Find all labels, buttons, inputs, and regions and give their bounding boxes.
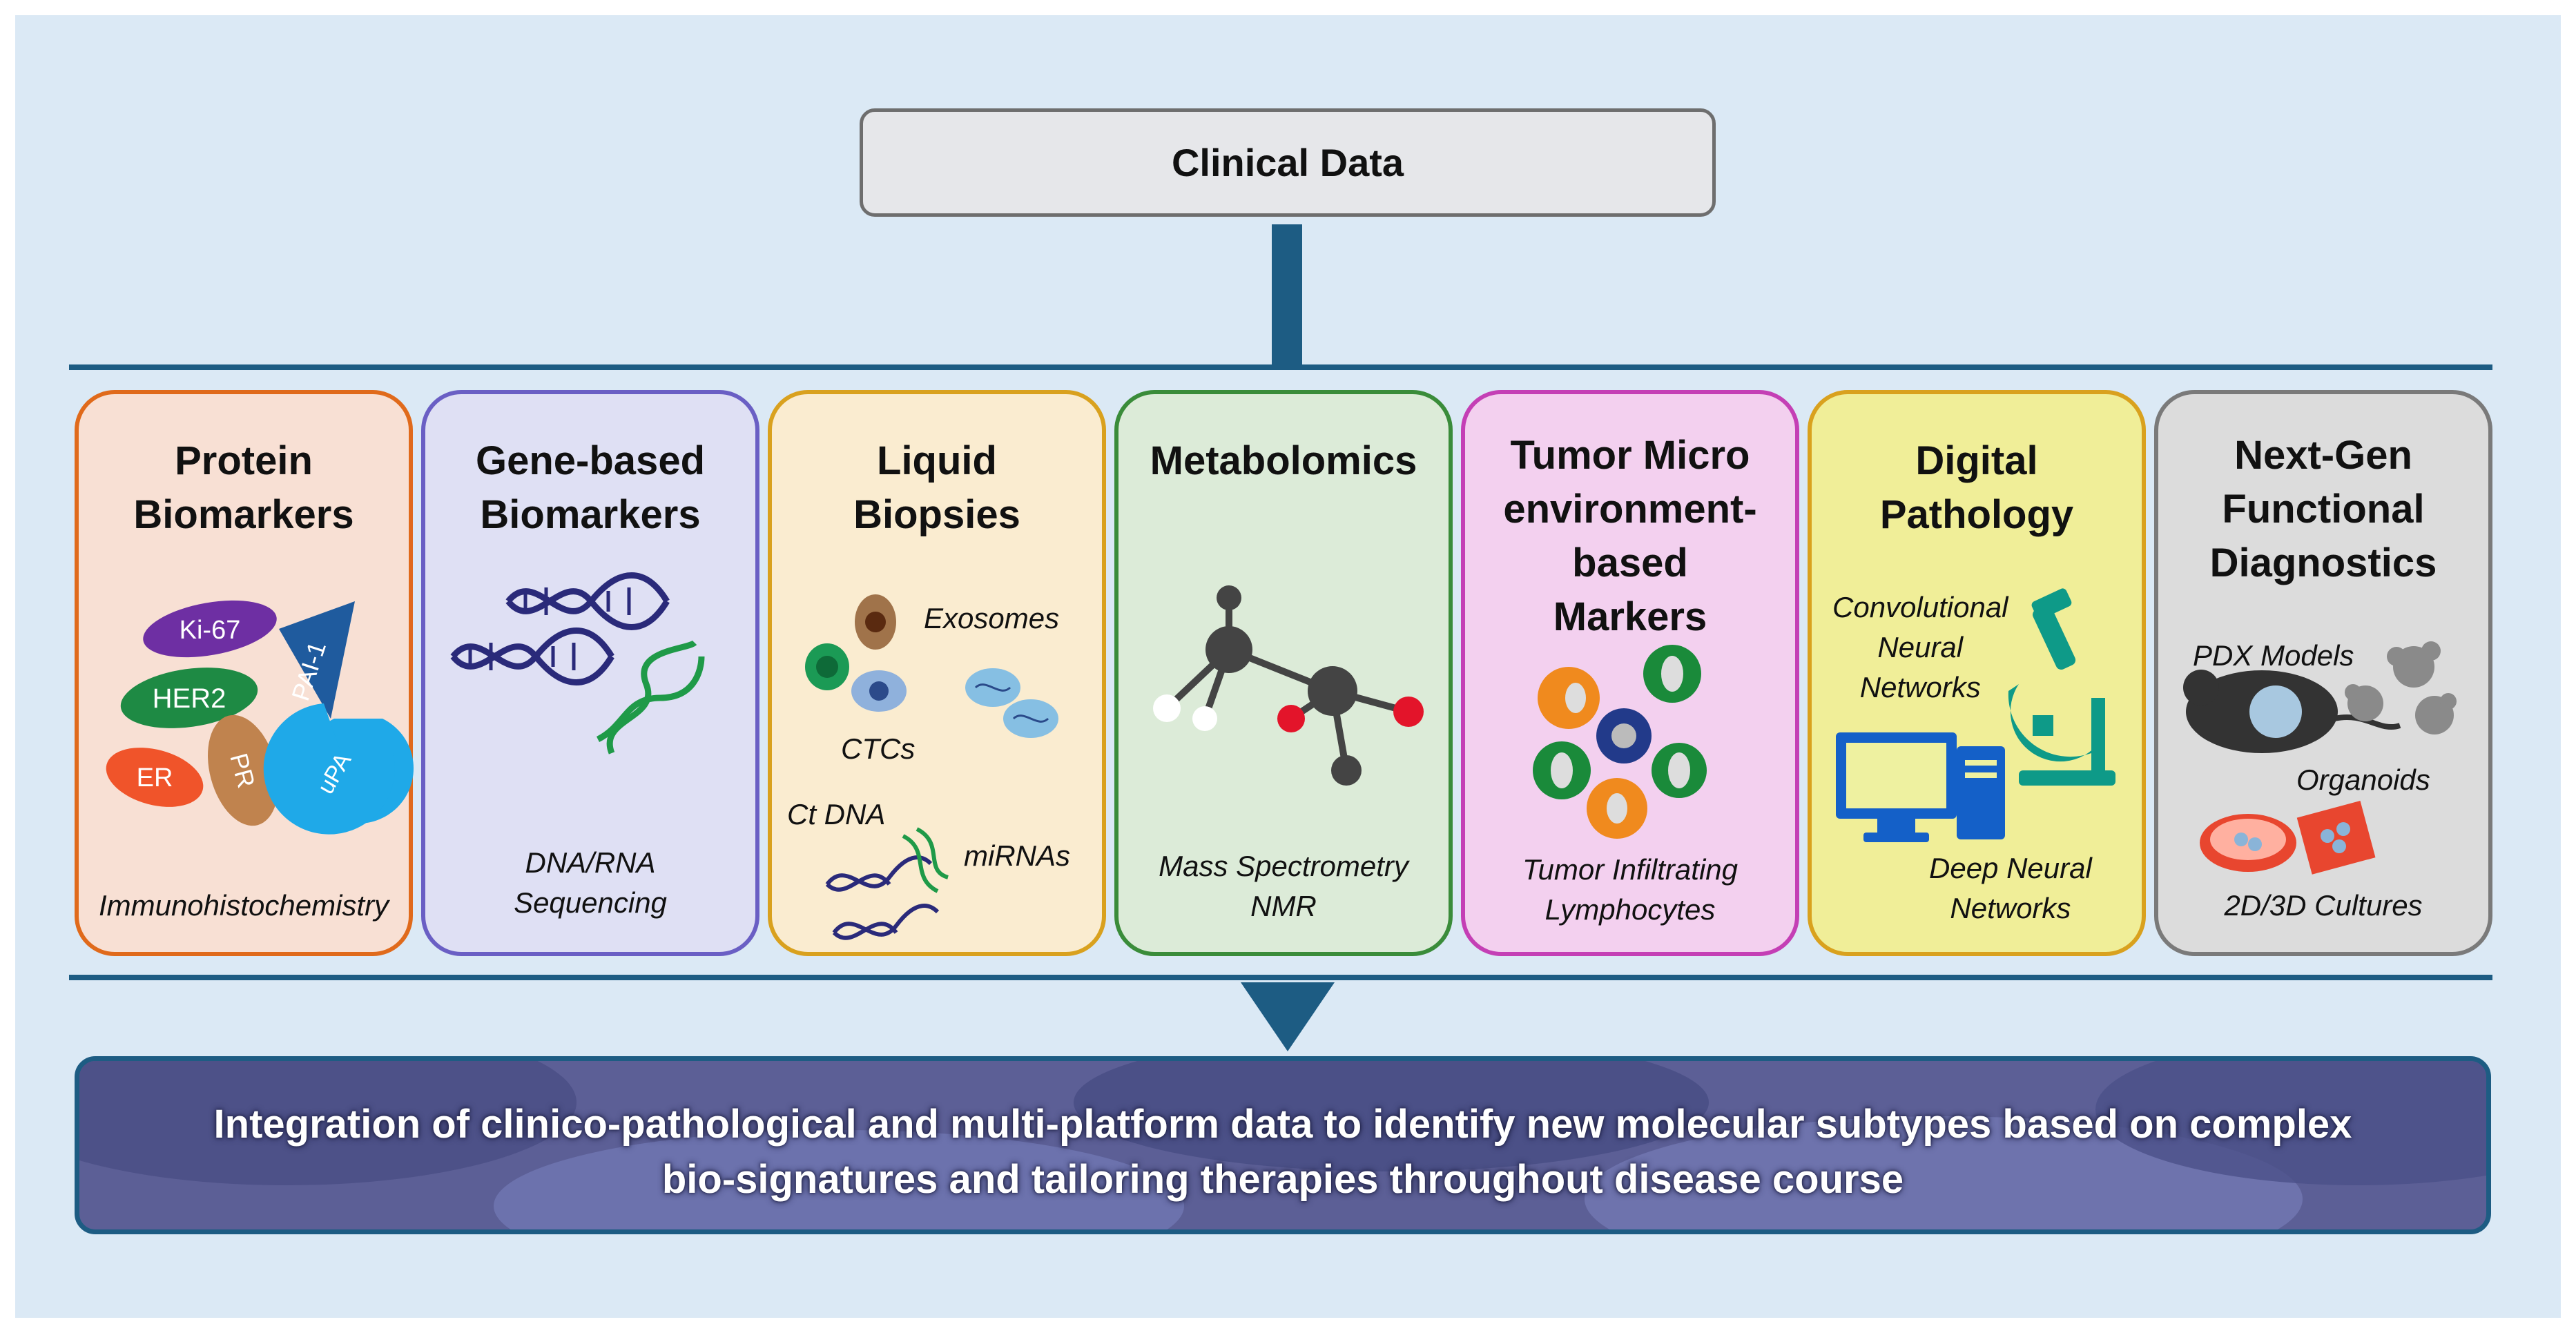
- tissue-texture-image: [79, 1061, 2486, 1229]
- functional-icons: [2183, 641, 2457, 875]
- card-title: Liquid Biopsies: [853, 438, 1020, 537]
- pathology-icons: [1836, 588, 2115, 842]
- upa-shape: uPA: [263, 703, 414, 835]
- card-tumor-microenvironment: Tumor Micro environment- based Markers T…: [1461, 390, 1799, 956]
- card-caption: DNA/RNA Sequencing: [514, 846, 667, 919]
- card-nextgen-functional: Next-Gen Functional Diagnostics PDX Mode…: [2154, 390, 2492, 956]
- culture-dish-icon: [2200, 801, 2376, 875]
- ctcs-label: CTCs: [841, 732, 916, 765]
- integration-text: Integration of clinico-pathological and …: [213, 1102, 2352, 1202]
- card-title: Protein Biomarkers: [133, 438, 354, 537]
- card-title: Metabolomics: [1150, 438, 1417, 483]
- lymphocyte-cell: [1533, 645, 1707, 839]
- card-title: Gene-based Biomarkers: [476, 438, 705, 537]
- ki67-shape: Ki-67: [143, 600, 277, 658]
- ctdna-label: Ct DNA: [787, 798, 886, 830]
- card-liquid-biopsies: Liquid Biopsies Exosomes: [768, 390, 1106, 956]
- protein-markers-icon: Ki-67 HER2 PAI-1 ER PR uPA: [106, 600, 414, 835]
- organoid-icon: [2345, 641, 2457, 734]
- mouse-icon: [2183, 670, 2401, 753]
- pr-shape: PR: [208, 714, 278, 826]
- pdx-label: PDX Models: [2193, 639, 2354, 672]
- her2-shape: HER2: [120, 668, 258, 728]
- pai1-shape: PAI-1: [279, 601, 355, 719]
- ki67-label: Ki-67: [180, 616, 241, 645]
- clinical-data-label: Clinical Data: [1171, 141, 1404, 184]
- exosomes-label: Exosomes: [924, 602, 1060, 634]
- card-title: Tumor Micro environment- based Markers: [1503, 433, 1757, 639]
- integration-banner: Integration of clinico-pathological and …: [75, 1056, 2491, 1234]
- organoids-label: Organoids: [2296, 763, 2430, 796]
- cultures-label: 2D/3D Cultures: [2224, 889, 2423, 922]
- liquid-biopsy-icons: [805, 594, 1058, 940]
- card-caption: Tumor Infiltrating Lymphocytes: [1522, 853, 1738, 926]
- mirnas-label: miRNAs: [964, 839, 1070, 872]
- er-shape: ER: [106, 748, 204, 807]
- card-digital-pathology: Digital Pathology Convolutional Neural N…: [1808, 390, 2146, 956]
- computer-icon: [1836, 732, 2005, 842]
- dna-helix-icon: [450, 572, 705, 755]
- card-gene-biomarkers: Gene-based Biomarkers DNA/RNA Sequencing: [421, 390, 759, 956]
- her2-label: HER2: [153, 683, 226, 714]
- top-divider-line: [69, 364, 2492, 370]
- clinical-data-box: Clinical Data: [860, 108, 1716, 217]
- microscope-icon: [2008, 588, 2115, 786]
- molecule-icon: [1153, 585, 1424, 786]
- card-title: Digital Pathology: [1879, 438, 2074, 537]
- card-protein-biomarkers: Protein Biomarkers Ki-67 HER2 PAI-1 ER P…: [75, 390, 414, 956]
- card-metabolomics: Metabolomics Mass Spectrometry NMR: [1114, 390, 1453, 956]
- cnn-label: Convolutional Neural Networks: [1832, 591, 2008, 703]
- card-title: Next-Gen Functional Diagnostics: [2209, 433, 2437, 585]
- er-label: ER: [137, 763, 173, 792]
- dnn-label: Deep Neural Networks: [1929, 852, 2092, 924]
- mirna-icon: [902, 827, 949, 893]
- connector-bar: [1272, 224, 1302, 369]
- card-caption: Immunohistochemistry: [98, 889, 389, 922]
- down-arrow-icon: [1241, 982, 1335, 1051]
- card-caption: Mass Spectrometry NMR: [1159, 850, 1408, 922]
- bottom-divider-line: [69, 975, 2492, 980]
- lymphocytes-icon: [1533, 645, 1707, 839]
